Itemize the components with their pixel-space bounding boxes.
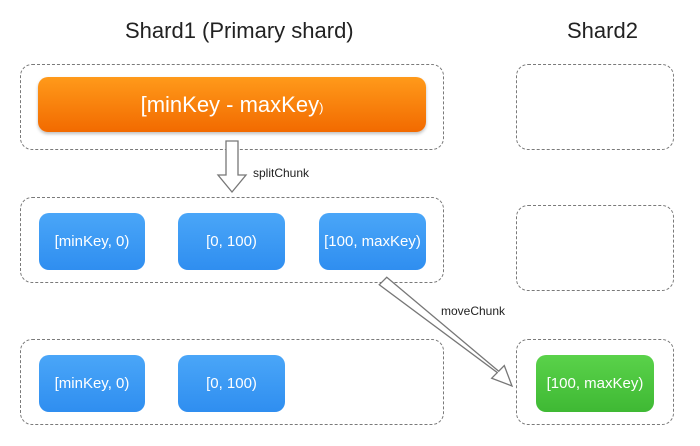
- moved-chunk-100-maxkey: [100, maxKey): [536, 355, 654, 412]
- chunk-0-100: [0, 100): [178, 355, 285, 412]
- full-range-chunk: [minKey - maxKey): [38, 77, 426, 132]
- shard2-row2-container: [516, 205, 674, 291]
- chunk-100-maxkey: [100, maxKey): [319, 213, 426, 270]
- chunk-minkey-0: [minKey, 0): [39, 213, 145, 270]
- shard2-title: Shard2: [567, 18, 638, 43]
- move-arrow: [378, 276, 514, 388]
- full-range-closing: ): [319, 100, 324, 115]
- shard1-row3-container: [20, 339, 444, 425]
- shard1-title: Shard1 (Primary shard): [125, 18, 354, 43]
- move-chunk-label: moveChunk: [441, 304, 506, 318]
- split-chunk-label: splitChunk: [253, 166, 310, 180]
- shard2-row3-container: [516, 339, 674, 425]
- split-arrow: [216, 140, 248, 194]
- shard2-row1-container: [516, 64, 674, 150]
- chunk-minkey-0: [minKey, 0): [39, 355, 145, 412]
- chunk-0-100: [0, 100): [178, 213, 285, 270]
- full-range-label: [minKey - maxKey: [140, 91, 320, 117]
- shard1-row2-container: [20, 197, 444, 283]
